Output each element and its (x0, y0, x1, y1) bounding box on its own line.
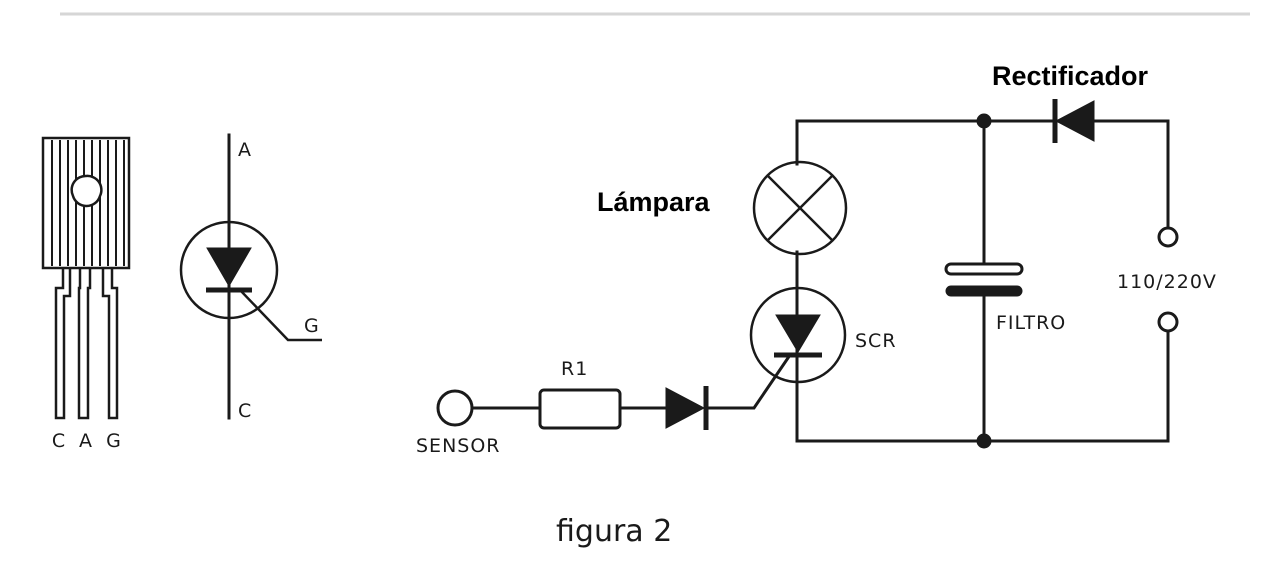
symbol-gate-lead (239, 289, 322, 342)
heatsink-fins (51, 140, 125, 266)
circuit-scr-triangle (775, 314, 821, 353)
filter-label: FILTRO (996, 312, 1066, 334)
symbol-label-anode: A (238, 139, 252, 161)
lamp-symbol (752, 160, 848, 256)
scr-label: SCR (855, 330, 897, 352)
supply-label: 110/220V (1117, 271, 1217, 293)
lamp-circle (752, 160, 848, 256)
symbol-label-gate: G (304, 315, 320, 337)
sensor-terminal (436, 389, 474, 427)
scr-symbol: A C G (179, 133, 322, 422)
symbol-triangle (206, 247, 252, 287)
gate-diode-triangle (665, 387, 706, 429)
rectifier-diode (1052, 99, 1095, 143)
rectifier-label: Rectificador (992, 61, 1149, 91)
sensor-label: SENSOR (416, 435, 501, 457)
resistor-r1 (538, 388, 622, 430)
supply-terminals: 110/220V (1117, 119, 1217, 443)
lamp-label: Lámpara (597, 187, 711, 217)
symbol-circle (179, 220, 279, 320)
resistor-label: R1 (561, 358, 588, 380)
rectifier-triangle (1054, 100, 1095, 142)
symbol-label-cathode: C (238, 400, 252, 422)
package-body (41, 136, 131, 270)
circuit-scr: SCR (749, 286, 897, 384)
scr-package-drawing: C A G (41, 136, 131, 452)
mounting-hole (70, 174, 103, 208)
pin-label-a: A (79, 430, 93, 452)
circuit: SCR FILTRO 110/220V (416, 61, 1217, 457)
figure-caption: figura 2 (556, 514, 672, 549)
terminal-bottom (1157, 311, 1179, 333)
gate-wire (704, 352, 793, 410)
package-leads (54, 268, 119, 420)
pin-label-c: C (52, 430, 66, 452)
capacitor-plate-bottom (945, 285, 1023, 297)
pin-label-g: G (106, 430, 122, 452)
filter-capacitor: FILTRO (944, 119, 1066, 443)
gate-branch: R1 SENSOR (416, 352, 793, 457)
terminal-top (1157, 226, 1179, 248)
capacitor-plate-top (944, 262, 1024, 276)
circuit-scr-circle (749, 286, 847, 384)
